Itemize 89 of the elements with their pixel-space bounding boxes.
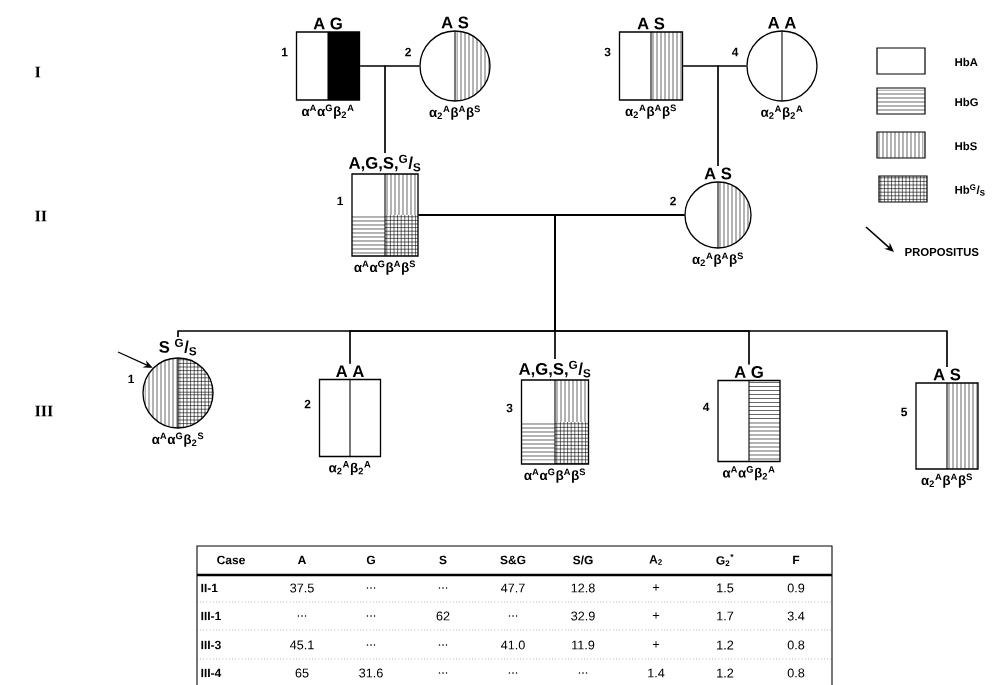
- data-value: 0.8: [787, 668, 805, 678]
- hemoglobin-label: A G: [734, 366, 763, 378]
- legend-text: Hb$^{G}$/$_{S}$: [955, 184, 985, 196]
- column-header: A: [297, 555, 306, 565]
- data-value: 32.9: [571, 611, 595, 621]
- column-header: S: [439, 555, 447, 565]
- column-header: G$_{2}$*: [716, 553, 734, 566]
- data-value: 37.5: [290, 583, 314, 593]
- data-value: 45.1: [289, 640, 314, 650]
- data-value: ...: [578, 672, 588, 674]
- row-header: II-1: [201, 583, 218, 593]
- data-value: ...: [366, 615, 376, 617]
- data-value: ...: [366, 644, 376, 646]
- data-value: ...: [508, 672, 518, 674]
- hemoglobin-label: A A: [768, 16, 796, 29]
- hemoglobin-label: A,G,S,$^{G}$/$_{S}$: [349, 154, 421, 172]
- genotype-formula: α$_{2}$$^{A}$β$^{A}$β$^{S}$: [625, 104, 676, 119]
- hemoglobin-label: S $^{G}$/$_{S}$: [159, 338, 197, 356]
- individual-number: 2: [670, 196, 676, 206]
- descent-line: [384, 65, 420, 154]
- hemoglobin-label: A S: [637, 17, 665, 30]
- genotype-formula: α$^{A}$α$^{G}$β$^{A}$β$^{S}$: [524, 468, 586, 483]
- descent-line: [717, 65, 747, 167]
- generation-label: I: [35, 66, 41, 78]
- data-value: ...: [508, 615, 518, 617]
- data-value: 1.2: [717, 640, 734, 650]
- data-value: ...: [366, 587, 376, 589]
- data-value: ...: [297, 615, 307, 617]
- data-value: 31.6: [359, 668, 383, 678]
- genotype-formula: α$^{A}$α$^{G}$β$_{2}$S: [152, 432, 204, 447]
- data-value: 0.8: [787, 640, 805, 650]
- column-header: A$_{2}$: [649, 555, 662, 565]
- data-value: +: [652, 584, 660, 591]
- generation-label: II: [35, 210, 47, 222]
- hemoglobin-label: A A: [336, 365, 364, 377]
- data-value: 1.2: [717, 668, 734, 678]
- data-value: 65: [295, 668, 309, 678]
- column-header: Case: [217, 555, 245, 565]
- column-header: S/G: [573, 555, 593, 565]
- column-header: G: [366, 555, 375, 565]
- descent-line: [554, 214, 948, 368]
- individual-number: 5: [901, 407, 908, 417]
- genotype-formula: α$_{2}$$^{A}$β$^{A}$β$^{S}$: [921, 473, 972, 488]
- genotype-formula: α$^{A}$α$^{G}$β$_{2}$A: [722, 466, 775, 481]
- legend-text: HbS: [955, 141, 977, 151]
- hemoglobin-label: A S: [704, 167, 732, 180]
- row-header: III-3: [201, 640, 221, 650]
- data-value: +: [652, 641, 660, 648]
- hemoglobin-label: A S: [441, 16, 469, 29]
- legend-text: PROPOSITUS: [905, 248, 979, 256]
- data-value: 11.9: [572, 640, 595, 650]
- data-value: 1.7: [717, 611, 734, 621]
- genotype-formula: α$^{A}$α$^{G}$β$_{2}$A: [301, 104, 354, 119]
- individual-number: 2: [304, 399, 311, 409]
- data-value: ...: [438, 587, 448, 589]
- genotype-formula: α$_{2}$$^{A}$β$^{A}$β$^{S}$: [429, 105, 480, 120]
- individual-number: 4: [702, 402, 710, 412]
- legend-text: HbG: [955, 97, 978, 107]
- data-value: 3.4: [787, 611, 805, 621]
- generation-label: III: [35, 405, 53, 417]
- legend-text: HbA: [955, 57, 978, 67]
- data-value: 1.4: [648, 668, 665, 678]
- hemoglobin-label: A,G,S,$^{G}$/$_{S}$: [519, 360, 591, 378]
- row-header: III-4: [201, 668, 222, 678]
- genotype-formula: α$_{2}$$^{A}$β$_{2}$A: [329, 461, 371, 476]
- data-value: 41.0: [500, 640, 525, 650]
- data-value: 12.8: [571, 583, 595, 593]
- data-value: 1.5: [717, 583, 734, 593]
- individual-number: 2: [405, 47, 411, 57]
- genotype-formula: α$_{2}$$^{A}$β$_{2}$A: [761, 105, 803, 120]
- data-value: ...: [438, 644, 448, 646]
- individual-number: 1: [282, 47, 288, 57]
- row-header: III-1: [201, 611, 221, 621]
- individual-number: 3: [506, 403, 513, 413]
- hemoglobin-label: A G: [313, 17, 342, 30]
- genotype-formula: α$_{2}$$^{A}$β$^{A}$β$^{S}$: [692, 252, 743, 267]
- data-value: 47.7: [500, 583, 525, 593]
- data-value: ...: [438, 672, 448, 674]
- column-header: S&G: [500, 555, 526, 565]
- individual-number: 4: [731, 47, 739, 57]
- data-value: +: [652, 612, 660, 619]
- data-value: 62: [436, 611, 450, 621]
- individual-number: 1: [128, 374, 135, 384]
- genotype-formula: α$^{A}$α$^{G}$β$^{A}$β$^{S}$: [354, 260, 416, 275]
- individual-number: 3: [604, 47, 611, 57]
- column-header: F: [793, 555, 800, 565]
- data-value: 0.9: [787, 583, 805, 593]
- hemoglobin-label: A S: [933, 368, 961, 381]
- individual-number: 1: [337, 196, 344, 206]
